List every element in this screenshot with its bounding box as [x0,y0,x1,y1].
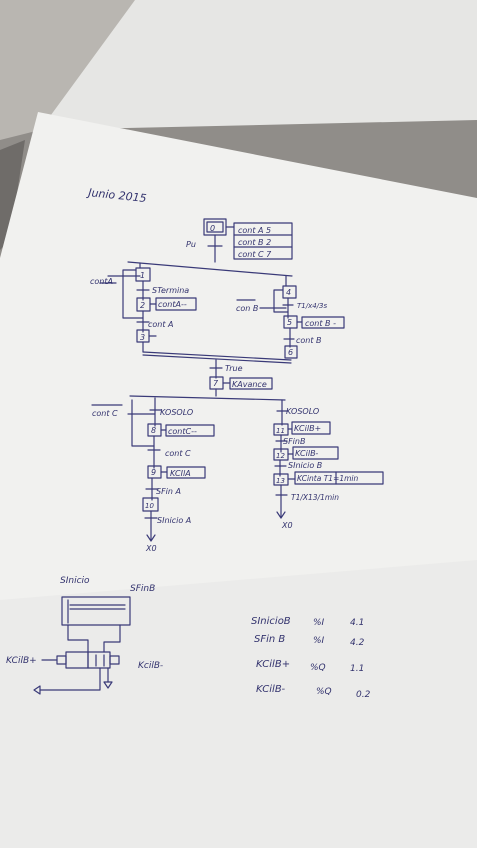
cond-a-label: contA [90,277,113,286]
action-7-box [229,377,273,390]
branch-d-end-arrow [276,511,286,519]
solenoid-right [109,655,120,665]
action-8-box [165,424,215,437]
loop-b-return [273,289,289,313]
step-4-number: 4 [286,288,291,297]
step-0-number: 0 [210,224,215,233]
t-sinicio-b-label: SInicio B [288,461,322,470]
io-row-2-name: SFin B [254,634,285,645]
t-sterm-label: STermina [152,286,189,295]
coil-left-label: KCilB+ [6,656,37,666]
cond-b-label: con B [236,304,258,313]
counter-init-box [233,222,293,260]
back-paper-sheet [40,0,477,130]
step-8-number: 8 [151,426,156,435]
t-contb-label: cont B [296,336,322,345]
action-13-box [294,471,384,485]
pipe-right [103,624,121,653]
action-7-label: KAvance [232,380,267,389]
branch-c-end-label: X0 [145,544,157,553]
step-3-number: 3 [140,333,145,342]
loop-c-return [131,399,155,447]
io-row-1-name: SInicioB [251,616,291,627]
supply-line [39,667,101,691]
pipe-left [67,624,89,653]
action-9-box [166,466,206,479]
cond-c-label: cont C [92,409,118,418]
branch-d-end-label: X0 [281,521,293,530]
step-12-number: 12 [276,452,285,460]
t-timer-d-label: T1/X13/1min [291,493,339,502]
step-6-box [284,345,298,359]
coil-right-label: KcilB- [138,661,163,671]
io-row-4-name: KCilB- [256,684,286,695]
sensor-sfinb-label: SFinB [130,584,155,594]
t-sfina-label: SFin A [156,487,181,496]
counter-line-b: cont B 2 [238,238,271,247]
fabric-highlight [0,0,140,140]
transition-pu-label: Pu [186,240,196,249]
action-11-label: KCilB+ [294,424,321,433]
action-2-label: contA-- [158,300,187,309]
convergence-bar-2 [142,354,292,364]
io-row-3-type: %Q [310,663,326,673]
action-11-box [291,421,331,435]
t-true-label: True [225,364,243,373]
step-7-number: 7 [213,379,219,388]
t-sfinb-label: SFinB [283,437,305,446]
sensor-sinicio-label: SInicio [60,576,90,586]
action-8-label: contC-- [168,427,197,436]
convergence-bar-1 [142,351,292,361]
branch-c-end-arrow [146,534,156,542]
action-9-label: KCIlA [170,469,191,478]
io-row-4-type: %Q [316,687,332,697]
io-row-4-addr: 0.2 [356,690,371,700]
io-row-1-type: %I [313,618,325,628]
exhaust-triangle-icon [103,681,113,689]
step-4-box [282,285,297,299]
step-13-number: 13 [276,477,285,485]
step-1-number: 1 [140,271,145,280]
supply-triangle-icon [33,685,41,695]
t-koso-c-label: KOSOLO [160,408,193,417]
io-row-2-addr: 4.2 [350,638,365,648]
date-text: Junio 2015 [86,186,147,205]
step-10-number: 10 [145,502,154,510]
action-5-box [301,316,345,329]
counter-line-c: cont C 7 [238,250,272,259]
action-5-label: cont B - [305,319,336,328]
paper-shade [0,560,477,848]
counter-line-a: cont A 5 [238,226,271,235]
action-12-label: KCilB- [295,449,318,458]
action-2-box [155,297,197,311]
divergence-bar-2 [129,395,286,401]
t-contc-label: cont C [165,449,191,458]
loop-a-return [122,269,144,319]
step-5-number: 5 [287,318,292,327]
step-9-number: 9 [151,468,156,477]
cylinder-body [61,596,131,626]
action-13-label: KCinta T1=1min [297,474,359,483]
step-11-number: 11 [276,427,285,435]
t-conta-label: cont A [148,320,174,329]
t-sinicioa-label: SInicio A [157,516,191,525]
t-koso-d-label: KOSOLO [286,407,319,416]
action-12-box [292,446,339,460]
step-2-number: 2 [140,301,145,310]
fabric-shadow [0,140,25,250]
io-row-3-addr: 1.1 [350,664,364,674]
io-row-1-addr: 4.1 [350,618,364,628]
io-row-2-type: %I [313,636,325,646]
step-6-number: 6 [288,348,293,357]
step-0-initial-inner [206,221,224,233]
io-row-3-name: KCilB+ [256,659,290,670]
divergence-bar [127,261,293,277]
t-timer-label: T1/x4/3s [297,302,327,310]
